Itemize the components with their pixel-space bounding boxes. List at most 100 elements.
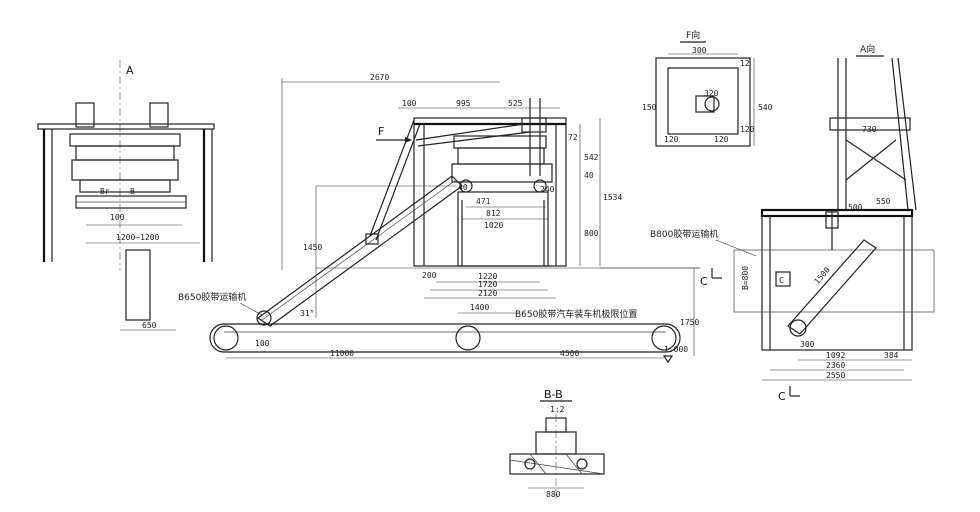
drum-a	[75, 145, 175, 161]
a-view-box	[761, 209, 913, 351]
f-arrow-label: F	[378, 125, 384, 138]
tail-pulley	[256, 310, 272, 326]
top-beam-a	[37, 123, 215, 130]
dim-100-mid: 100	[255, 339, 270, 348]
ground-conveyor	[209, 323, 681, 353]
dim-300-f: 300	[692, 46, 707, 55]
dim-384: 384	[884, 351, 899, 360]
dim-525: 525	[508, 99, 523, 108]
dim-240: 240	[540, 185, 555, 194]
b-b-scale: 1:2	[550, 405, 565, 414]
luffing-arm	[369, 119, 415, 237]
inclined-conveyor	[256, 175, 463, 327]
dim-4500: 4500	[560, 349, 579, 358]
dim-320: 320	[704, 89, 719, 98]
dim-300-r: 300	[800, 340, 815, 349]
elevation-label: 1.000	[664, 345, 688, 354]
dim-120-f1: 120	[664, 135, 679, 144]
c-box-marker	[775, 271, 791, 287]
f-view-nozzle	[695, 95, 715, 113]
carriage-top	[453, 135, 547, 149]
dim-2360: 2360	[826, 361, 845, 370]
carriage-body	[457, 147, 545, 165]
b-b-title: B-B	[544, 388, 563, 401]
dim-880: 880	[546, 490, 561, 499]
chute	[787, 239, 877, 335]
dim-b800: B=800	[741, 266, 750, 290]
view-f-direction: F向 300 320 150 120 120 120 540 12	[642, 29, 773, 147]
dim-500: 500	[848, 203, 863, 212]
c-marker-top: C	[700, 275, 708, 288]
dim-12: 12	[740, 59, 750, 68]
b-label: B	[130, 187, 135, 196]
dim-120-f2: 120	[714, 135, 729, 144]
dim-812: 812	[486, 209, 501, 218]
b800-conveyor-label: B800胶带运输机	[650, 228, 718, 240]
dim-1400: 1400	[470, 303, 489, 312]
dim-2670: 2670	[370, 73, 389, 82]
dim-1020: 1020	[484, 221, 503, 230]
dim-540: 540	[758, 103, 773, 112]
inner-gantry	[457, 191, 549, 267]
dim-800: 800	[584, 229, 599, 238]
dim-1534: 1534	[603, 193, 622, 202]
f-view-frame	[655, 57, 751, 147]
f-view-title: F向	[686, 29, 700, 41]
dim-120-f3: 120	[740, 125, 755, 134]
br-label: Br	[100, 187, 110, 196]
limit-position-label: B650胶带汽车装车机极限位置	[515, 308, 637, 320]
dim-2120: 2120	[478, 289, 497, 298]
dim-100-top: 100	[402, 99, 417, 108]
view-main-elevation: 2670 100 995 525 F 72 542 40	[178, 73, 700, 364]
a-view-crossbeam	[829, 117, 911, 131]
carriage-base	[451, 163, 553, 183]
motor-mount-b	[149, 102, 169, 128]
dim-650: 650	[142, 321, 157, 330]
idler-block-a	[79, 179, 171, 193]
view-b-b-section: B-B 1:2 880	[509, 388, 605, 499]
dim-72: 72	[568, 133, 578, 142]
frame-block-a	[71, 159, 179, 181]
b800-belt-section	[733, 249, 935, 313]
dim-730: 730	[862, 125, 877, 134]
b650-conveyor-label: B650胶带运输机	[178, 291, 246, 303]
motor-mount-a	[75, 102, 95, 128]
dim-542: 542	[584, 153, 599, 162]
dim-11000: 11000	[330, 349, 354, 358]
pulley-right	[651, 325, 677, 351]
dim-471: 471	[476, 197, 491, 206]
view-a-section: A Br B 100 1200~1200 650	[37, 60, 215, 331]
dim-200: 200	[422, 271, 437, 280]
a-view-title: A向	[860, 43, 875, 55]
drive-housing-a	[69, 133, 181, 147]
dim-40: 40	[584, 171, 594, 180]
c-marker-bottom: C	[778, 390, 786, 403]
dim-1092: 1092	[826, 351, 845, 360]
chute-pivot	[789, 319, 807, 337]
dim-1750: 1750	[680, 318, 699, 327]
dim-100-left: 100	[110, 213, 125, 222]
dim-1200: 1200~1200	[116, 233, 160, 242]
view-a-label: A	[126, 64, 134, 77]
c-box-label: C	[779, 276, 784, 285]
pulley-middle	[455, 325, 481, 351]
dim-1450: 1450	[303, 243, 322, 252]
dim-1500: 1500	[813, 265, 832, 286]
dim-40b: 40	[458, 183, 468, 192]
view-a-direction: A向 730 550 B800胶带运输机 B=800 500 1500 C C	[650, 43, 935, 403]
dim-1220: 1220	[478, 272, 497, 281]
counterweight	[365, 233, 379, 245]
dim-150: 150	[642, 103, 657, 112]
dim-1720: 1720	[478, 280, 497, 289]
elevation-marker-icon	[662, 355, 674, 364]
angle-31: 31°	[300, 309, 314, 318]
pulley-left	[213, 325, 239, 351]
hoist-block	[521, 117, 547, 133]
dim-550: 550	[876, 197, 891, 206]
support-column-a	[125, 249, 151, 321]
dim-995: 995	[456, 99, 471, 108]
dim-2550: 2550	[826, 371, 845, 380]
b-b-base	[509, 453, 605, 475]
